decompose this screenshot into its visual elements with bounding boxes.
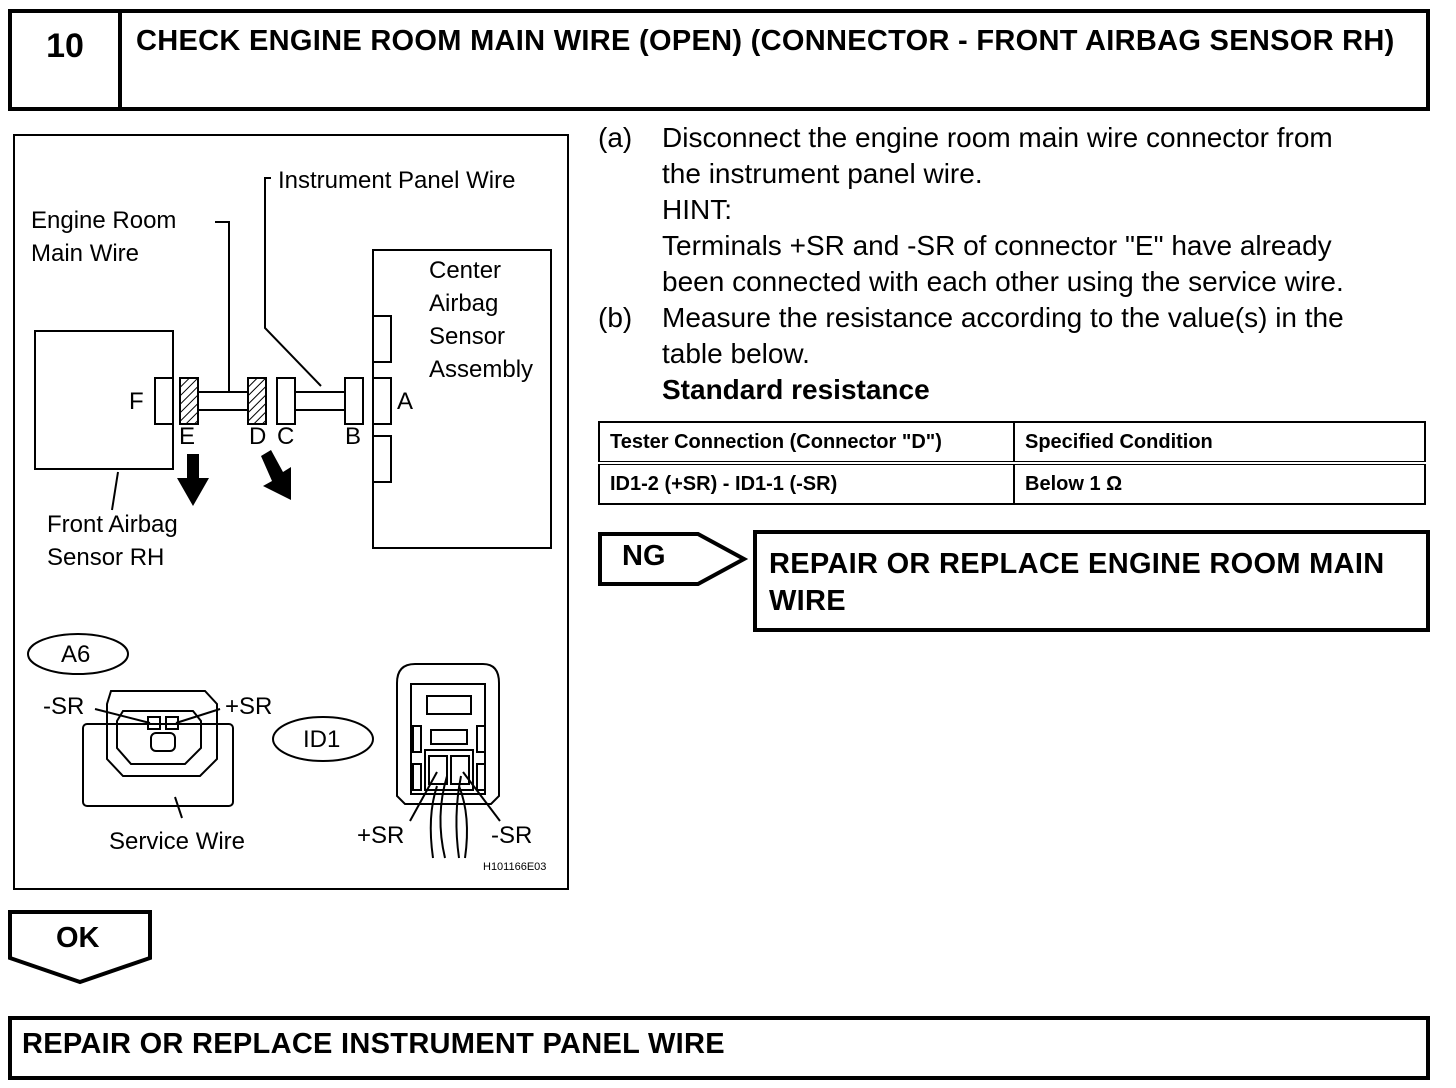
ok-label: OK (56, 922, 100, 954)
label-connector-c: C (277, 423, 295, 450)
step-header: 10 CHECK ENGINE ROOM MAIN WIRE (OPEN) (C… (8, 9, 1430, 111)
table-row: ID1-2 (+SR) - ID1-1 (-SR) Below 1 Ω (598, 462, 1426, 505)
label-a6: A6 (61, 641, 91, 668)
label-engine-room-main-wire-2: Main Wire (31, 240, 140, 267)
hint-line1: Terminals +SR and -SR of connector "E" h… (662, 230, 1332, 261)
ng-result-box: REPAIR OR REPLACE ENGINE ROOM MAIN WIRE (753, 530, 1430, 632)
label-center-airbag-1: Center (429, 257, 502, 284)
label-minus-sr-left: -SR (43, 693, 85, 720)
spec-cell-condition: Below 1 Ω (1013, 462, 1426, 505)
instruction-b-line1: Measure the resistance according to the … (662, 302, 1344, 333)
ok-result-box: REPAIR OR REPLACE INSTRUMENT PANEL WIRE (8, 1016, 1430, 1080)
spec-cell-connection: ID1-2 (+SR) - ID1-1 (-SR) (598, 462, 1015, 505)
disconnect-arrow-d (261, 450, 291, 500)
label-id1: ID1 (303, 726, 341, 753)
spec-header-tester: Tester Connection (Connector "D") (598, 421, 1015, 465)
hint-line2: been connected with each other using the… (662, 266, 1344, 297)
label-center-airbag-3: Sensor (429, 323, 506, 350)
step-title: CHECK ENGINE ROOM MAIN WIRE (OPEN) (CONN… (136, 25, 1395, 57)
label-connector-a: A (397, 388, 414, 415)
spec-table-header: Tester Connection (Connector "D") Specif… (598, 421, 1426, 465)
instruction-b-line2: table below. (662, 338, 810, 369)
instruction-a-mark: (a) (598, 122, 633, 153)
ng-arrow (598, 532, 749, 586)
instruction-a-line1: Disconnect the engine room main wire con… (662, 122, 1333, 153)
instruction-a-line2: the instrument panel wire. (662, 158, 983, 189)
ng-action: REPAIR OR REPLACE ENGINE ROOM MAIN WIRE (769, 548, 1385, 617)
ok-arrow (8, 910, 152, 985)
label-connector-d: D (249, 423, 267, 450)
label-plus-sr-right: +SR (357, 822, 405, 849)
step-number: 10 (12, 13, 122, 107)
instructions: (a) Disconnect the engine room main wire… (598, 120, 1428, 408)
label-instrument-panel-wire: Instrument Panel Wire (278, 167, 516, 194)
spec-table: Tester Connection (Connector "D") Specif… (598, 421, 1426, 505)
label-connector-e: E (179, 423, 196, 450)
spec-header-condition: Specified Condition (1013, 421, 1426, 465)
label-front-airbag-2: Sensor RH (47, 544, 165, 571)
front-airbag-sensor-box (34, 330, 174, 470)
label-plus-sr-left: +SR (225, 693, 273, 720)
standard-resistance-heading: Standard resistance (662, 374, 930, 405)
label-center-airbag-4: Assembly (429, 356, 534, 383)
ok-action: REPAIR OR REPLACE INSTRUMENT PANEL WIRE (22, 1028, 725, 1060)
label-engine-room-main-wire-1: Engine Room (31, 207, 177, 234)
instruction-b: (b) Measure the resistance according to … (598, 300, 1428, 408)
instruction-b-mark: (b) (598, 302, 633, 333)
label-connector-b: B (345, 423, 362, 450)
hint-label: HINT: (662, 194, 732, 225)
label-service-wire: Service Wire (109, 828, 246, 855)
label-minus-sr-right: -SR (491, 822, 533, 849)
figure-code: H101166E03 (483, 861, 547, 873)
instruction-a: (a) Disconnect the engine room main wire… (598, 120, 1428, 300)
wiring-diagram: Instrument Panel Wire Engine Room Main W… (13, 134, 569, 890)
wiring-diagram-graphic (27, 177, 552, 859)
disconnect-arrow-e (177, 454, 209, 506)
label-front-airbag-1: Front Airbag (47, 511, 178, 538)
ng-label: NG (622, 540, 666, 572)
label-connector-f: F (129, 388, 144, 415)
label-center-airbag-2: Airbag (429, 290, 499, 317)
